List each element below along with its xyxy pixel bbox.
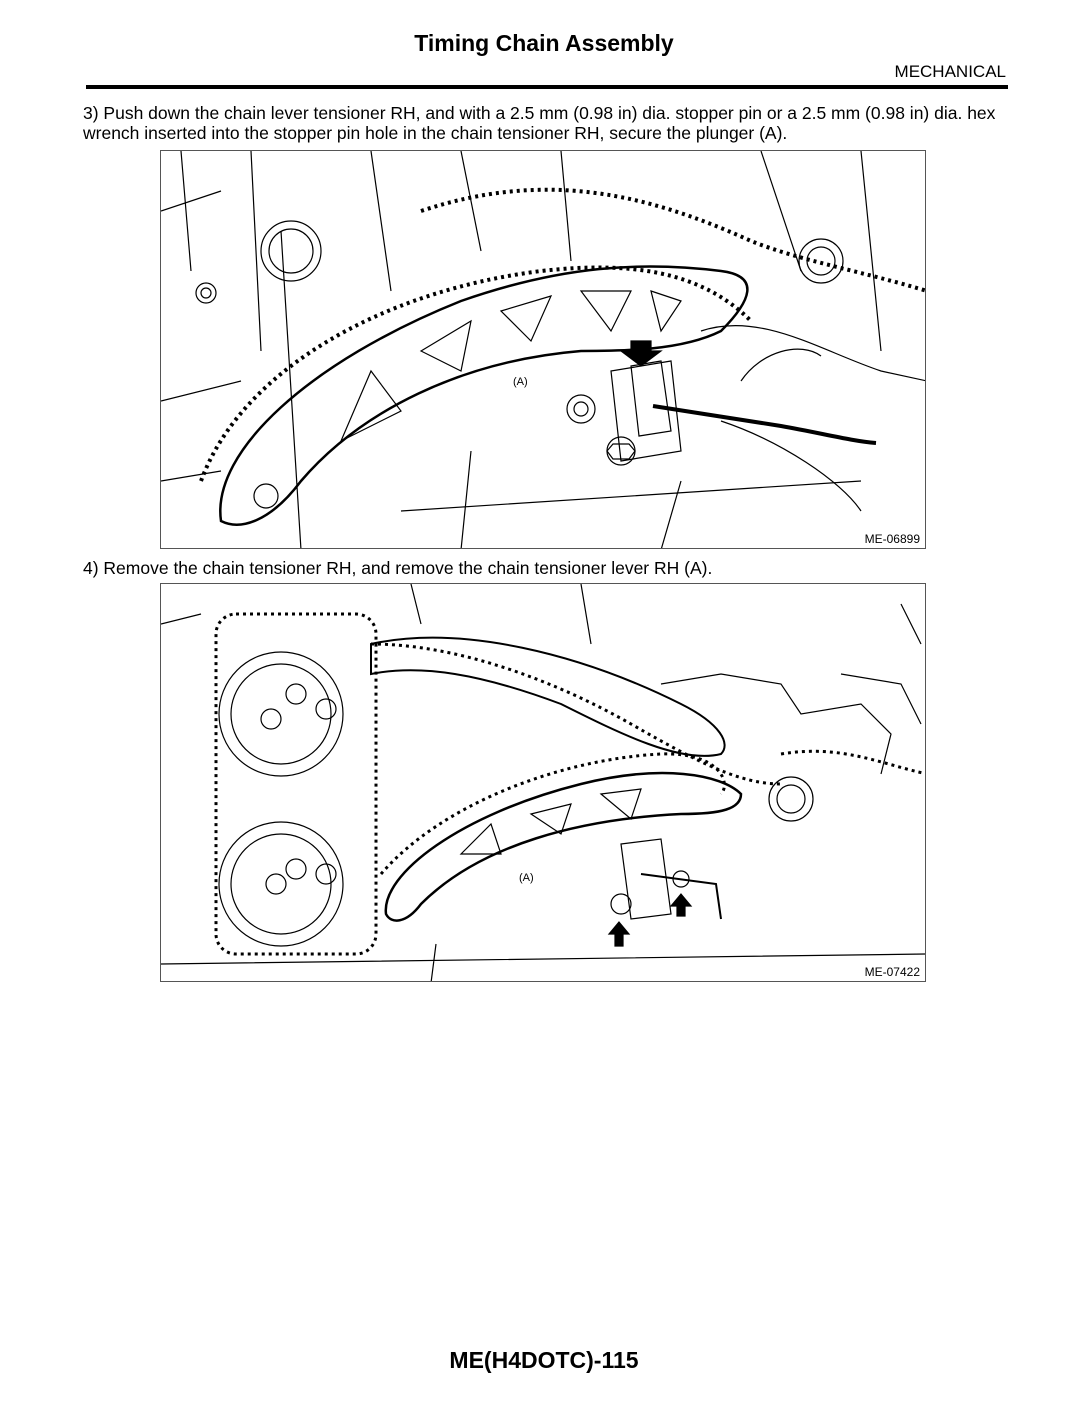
header-rule [86, 85, 1008, 89]
section-label: MECHANICAL [894, 62, 1006, 81]
figure-tensioner-pin: (A) ME-06899 [160, 150, 926, 549]
illustration-tensioner-pin [161, 151, 925, 548]
callout-tensioner-lever: (A) [519, 872, 534, 884]
illustration-tensioner-removal [161, 584, 925, 981]
page-title: Timing Chain Assembly [414, 30, 674, 56]
page-number: ME(H4DOTC)-115 [449, 1347, 639, 1373]
step-3-text: 3) Push down the chain lever tensioner R… [83, 103, 996, 143]
step-4-text: 4) Remove the chain tensioner RH, and re… [83, 558, 713, 578]
figure-id: ME-06899 [863, 532, 921, 546]
figure-tensioner-removal: (A) ME-07422 [160, 583, 926, 982]
callout-plunger: (A) [513, 376, 528, 388]
figure-id: ME-07422 [863, 965, 921, 979]
